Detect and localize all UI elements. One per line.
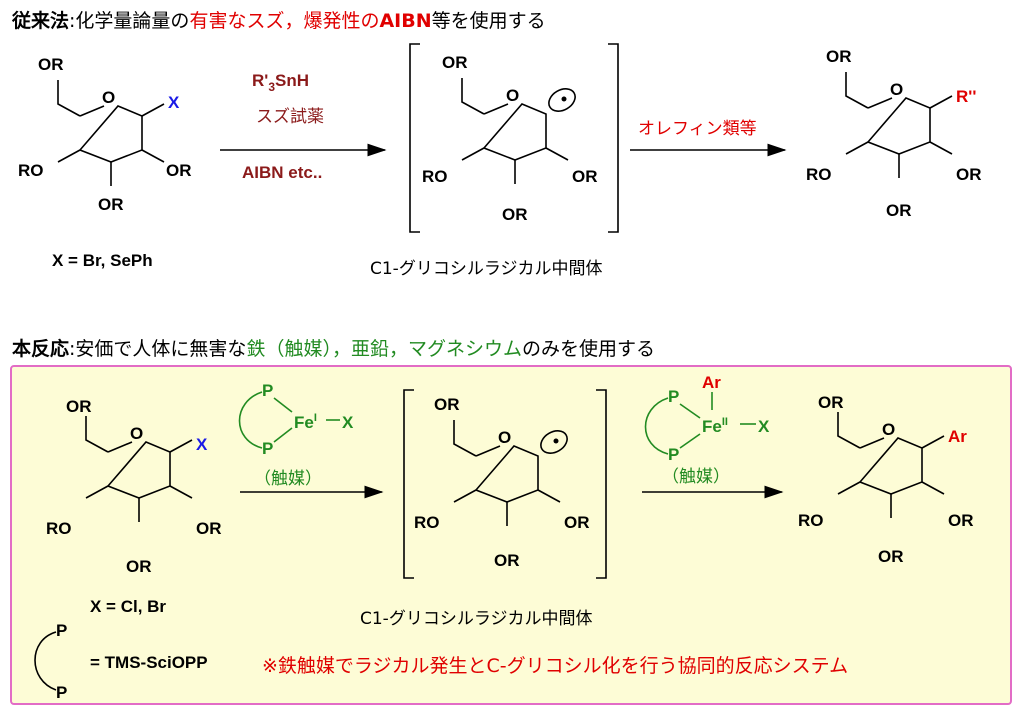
ligand-backbone (34, 631, 57, 691)
or-label: OR (66, 397, 92, 416)
ring-oxygen: O (506, 86, 519, 105)
radical-orbital (540, 430, 568, 454)
ring-oxygen: O (130, 424, 143, 443)
top-reagent-block: R'3SnH スズ試薬 AIBN etc.. (220, 71, 387, 182)
leaving-group-x: X (168, 93, 180, 112)
header-text: 化学量論量の (75, 10, 190, 32)
top-starting-material: O OR RO OR OR X (18, 55, 192, 214)
bottom-product: O OR RO OR OR Ar (798, 393, 974, 566)
top-intermediate-label: C1-グリコシルラジカル中間体 (370, 259, 602, 279)
this-reaction-panel (10, 365, 1012, 705)
or-label: OR (98, 195, 124, 214)
or-label: OR (886, 201, 912, 220)
ro-label: RO (422, 167, 448, 186)
header-iron: 鉄 (246, 338, 266, 360)
bottom-x-definition: X = Cl, Br (90, 597, 166, 616)
header-catalyst: （触媒）， (265, 338, 351, 360)
bracket-right (608, 43, 619, 233)
or-label: OR (494, 551, 520, 570)
x-ligand: X (758, 417, 770, 436)
leaving-group-x: X (196, 435, 208, 454)
phosphorus-label: P (56, 683, 67, 702)
product-substituent: R'' (956, 87, 976, 106)
header-label: 本反応 (12, 338, 70, 360)
header-magnesium: マグネシウム (407, 338, 522, 360)
top-x-definition: X = Br, SePh (52, 251, 153, 270)
or-label: OR (572, 167, 598, 186)
bottom-radical-intermediate: O OR RO OR OR (414, 395, 590, 570)
or-label: OR (564, 513, 590, 532)
phosphorus: P (668, 445, 679, 464)
ro-label: RO (18, 161, 44, 180)
or-label: OR (126, 557, 152, 576)
or-label: OR (434, 395, 460, 414)
header-hazard-text: 有害なスズ，爆発性の (189, 10, 380, 32)
iron-ii: FeII (702, 416, 728, 436)
or-label: OR (442, 53, 468, 72)
iron-i: FeI (294, 412, 317, 432)
catalyst-fe2: P P Ar FeII X （触媒） (644, 373, 770, 487)
ro-label: RO (806, 165, 832, 184)
header-zinc: 亜鉛， (350, 338, 408, 360)
header-this-reaction: 本反応:安価で人体に無害な鉄（触媒），亜鉛，マグネシウムのみを使用する (12, 334, 655, 361)
bottom-starting-material: O OR RO OR OR X (46, 397, 222, 576)
header-text-end: 等を使用する (431, 10, 546, 32)
x-ligand: X (342, 413, 354, 432)
bracket-right (596, 389, 607, 579)
or-label: OR (826, 47, 852, 66)
ligand-legend: P P = TMS-SciOPP (34, 621, 208, 702)
product-substituent: Ar (948, 427, 967, 446)
or-label: OR (878, 547, 904, 566)
ring-oxygen: O (890, 80, 903, 99)
catalyst-fe1: P P FeI X （触媒） (238, 381, 354, 489)
ro-label: RO (798, 511, 824, 530)
reagent-olefin: オレフィン類等 (638, 119, 757, 139)
header-conventional: 従来法:化学量論量の有害なスズ，爆発性のAIBN等を使用する (12, 6, 546, 33)
aryl-label: Ar (702, 373, 721, 392)
phosphorus: P (262, 381, 273, 400)
phosphorus: P (262, 439, 273, 458)
reagent-tin-hydride: R'3SnH (252, 71, 309, 94)
ro-label: RO (414, 513, 440, 532)
phosphorus-label: P (56, 621, 67, 640)
top-product: O OR RO OR OR R'' (806, 47, 982, 220)
bottom-intermediate-label: C1-グリコシルラジカル中間体 (360, 609, 592, 629)
bracket-left (403, 389, 414, 579)
ligand-name: = TMS-SciOPP (90, 653, 208, 672)
phosphorus: P (668, 387, 679, 406)
bracket-left (409, 43, 420, 233)
or-label: OR (818, 393, 844, 412)
header-label: 従来法 (12, 10, 70, 32)
radical-orbital (548, 88, 576, 112)
radical-dot (561, 96, 567, 102)
colon: : (69, 338, 76, 360)
ring-oxygen: O (498, 428, 511, 447)
or-label: OR (956, 165, 982, 184)
or-label: OR (166, 161, 192, 180)
catalyst-label: （触媒） (662, 467, 730, 487)
ring-oxygen: O (882, 420, 895, 439)
header-text: 安価で人体に無害な (75, 338, 247, 360)
or-label: OR (948, 511, 974, 530)
or-label: OR (38, 55, 64, 74)
top-radical-intermediate: O OR RO OR OR (422, 53, 598, 224)
catalyst-label: （触媒） (254, 469, 322, 489)
or-label: OR (502, 205, 528, 224)
ro-label: RO (46, 519, 72, 538)
header-text-end: のみを使用する (522, 338, 656, 360)
colon: : (69, 10, 76, 32)
reagent-aibn: AIBN etc.. (242, 163, 322, 182)
header-aibn: AIBN (379, 10, 432, 32)
or-label: OR (196, 519, 222, 538)
ring-oxygen: O (102, 88, 115, 107)
reagent-tin: スズ試薬 (256, 107, 324, 127)
radical-dot (553, 438, 559, 444)
cooperative-system-note: ※鉄触媒でラジカル発生とC-グリコシル化を行う協同的反応システム (262, 655, 848, 677)
